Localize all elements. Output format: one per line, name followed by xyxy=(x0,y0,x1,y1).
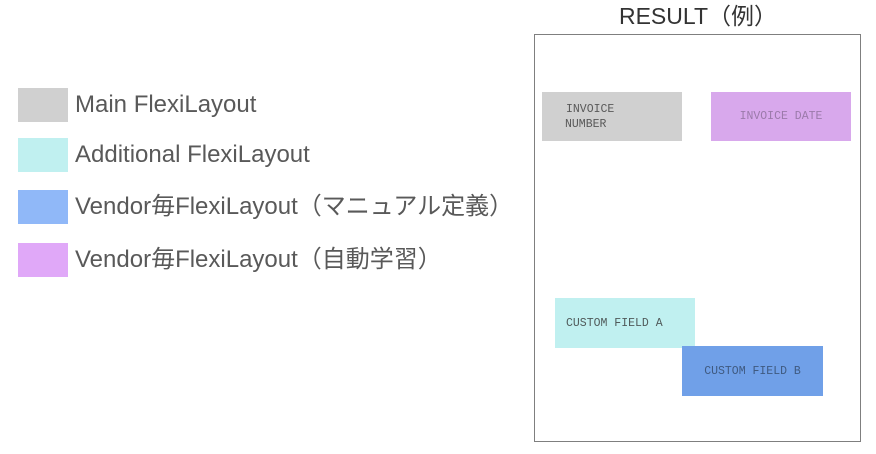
legend-swatch-vendor-auto xyxy=(18,243,68,277)
legend-label-vendor-manual: Vendor毎FlexiLayout（マニュアル定義） xyxy=(75,193,514,220)
field-custom-b: CUSTOM FIELD B xyxy=(682,346,823,396)
legend-label-additional: Additional FlexiLayout xyxy=(75,141,310,168)
field-custom-a: CUSTOM FIELD A xyxy=(555,298,695,348)
result-title: RESULT（例） xyxy=(618,3,778,29)
invoice-date-label: INVOICE DATE xyxy=(739,110,823,123)
invoice-number-line2: NUMBER xyxy=(565,117,607,131)
legend-swatch-vendor-manual xyxy=(18,190,68,224)
custom-field-a-label: CUSTOM FIELD A xyxy=(566,316,663,330)
invoice-number-text: INVOICE NUMBER xyxy=(565,102,615,132)
legend-label-vendor-auto: Vendor毎FlexiLayout（自動学習） xyxy=(75,246,442,273)
invoice-number-line1: INVOICE xyxy=(566,102,615,116)
field-invoice-number: INVOICE NUMBER xyxy=(542,92,682,141)
field-invoice-date: INVOICE DATE xyxy=(711,92,851,141)
custom-field-b-label: CUSTOM FIELD B xyxy=(704,364,801,378)
legend-swatch-main xyxy=(18,88,68,122)
legend-swatch-additional xyxy=(18,138,68,172)
legend-label-main: Main FlexiLayout xyxy=(75,91,257,118)
